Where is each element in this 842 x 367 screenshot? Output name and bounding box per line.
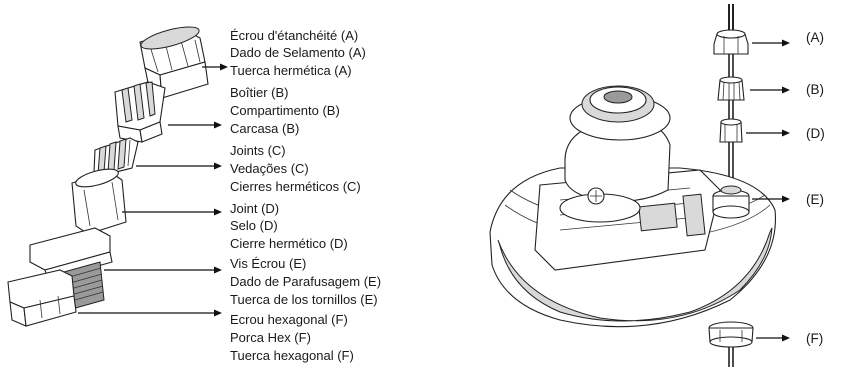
- parts-labels: Écrou d'étanchéité (A) Dado de Selamento…: [230, 28, 381, 363]
- label-a-pt: Dado de Selamento (A): [230, 45, 366, 60]
- callout-d: (D): [806, 126, 825, 141]
- exploded-gland-parts: [7, 26, 228, 327]
- callout-f: (F): [806, 331, 823, 346]
- hex-nut-part: [7, 269, 77, 327]
- assembled-gland-b: [717, 76, 745, 101]
- seals-part: [93, 137, 139, 177]
- label-a-fr: Écrou d'étanchéité (A): [230, 28, 358, 43]
- right-callout-labels: (A) (B) (D) (E) (F): [806, 30, 825, 346]
- right-leader-lines: [746, 39, 790, 342]
- callout-e: (E): [806, 192, 824, 207]
- label-c-es: Cierres herméticos (C): [230, 179, 361, 194]
- label-f-pt: Porca Hex (F): [230, 330, 311, 345]
- label-e-es: Tuerca de los tornillos (E): [230, 292, 378, 307]
- label-b-es: Carcasa (B): [230, 121, 299, 136]
- dome-camera-assembly: [489, 4, 777, 367]
- callout-b: (B): [806, 82, 824, 97]
- sealing-nut-part: [139, 26, 209, 99]
- label-e-pt: Dado de Parafusagem (E): [230, 274, 381, 289]
- assembled-gland-f: [708, 321, 754, 348]
- left-leader-lines: [78, 63, 228, 317]
- callout-a: (A): [806, 30, 824, 45]
- label-b-pt: Compartimento (B): [230, 103, 340, 118]
- joint-part: [71, 168, 127, 235]
- assembled-gland-e: [712, 185, 750, 219]
- label-f-fr: Ecrou hexagonal (F): [230, 312, 348, 327]
- assembled-gland-d: [719, 118, 743, 143]
- label-c-pt: Vedações (C): [230, 161, 309, 176]
- housing-part: [114, 81, 166, 143]
- label-c-fr: Joints (C): [230, 143, 286, 158]
- label-f-es: Tuerca hexagonal (F): [230, 348, 354, 363]
- label-d-pt: Selo (D): [230, 218, 278, 233]
- camera-module: [559, 85, 671, 223]
- label-d-es: Cierre hermético (D): [230, 236, 348, 251]
- label-b-fr: Boîtier (B): [230, 85, 289, 100]
- label-d-fr: Joint (D): [230, 201, 279, 216]
- label-a-es: Tuerca hermética (A): [230, 63, 352, 78]
- assembled-gland-a: [713, 29, 749, 55]
- label-e-fr: Vis Écrou (E): [230, 256, 306, 271]
